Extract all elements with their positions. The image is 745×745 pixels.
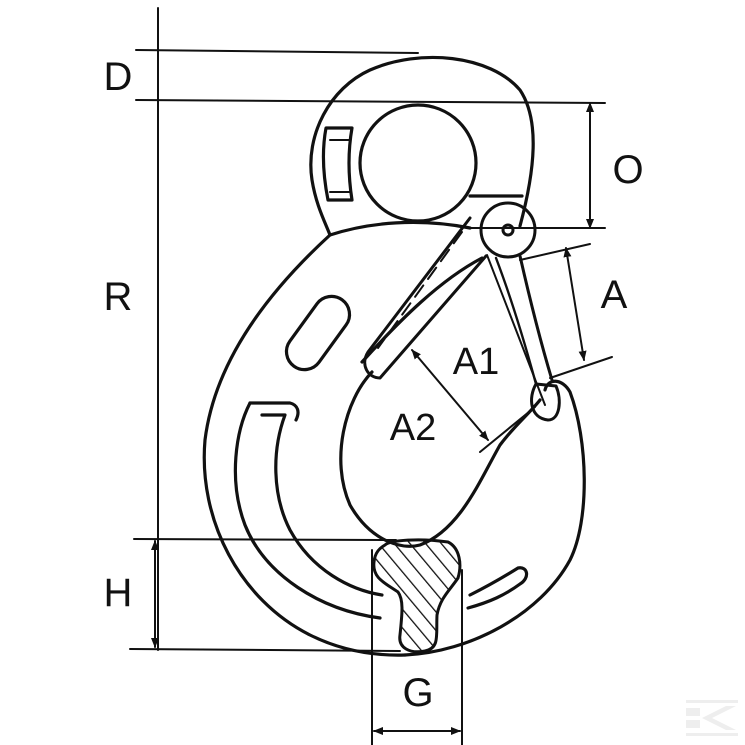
dimension-label-a2: A2 — [389, 407, 437, 449]
dimension-label-h: H — [103, 571, 133, 615]
safety-latch — [363, 201, 561, 422]
dimension-label-a: A — [600, 273, 628, 317]
dimension-lines — [129, 7, 613, 745]
dimension-label-o: O — [612, 148, 644, 192]
hook-tip-cross-section — [372, 538, 462, 654]
dimension-label-d: D — [103, 55, 133, 99]
brand-k-logo-icon — [686, 700, 738, 736]
dimension-label-r: R — [103, 275, 133, 319]
hook-body — [202, 55, 586, 657]
dimension-label-a1: A1 — [452, 341, 500, 383]
dimension-label-g: G — [402, 671, 434, 715]
